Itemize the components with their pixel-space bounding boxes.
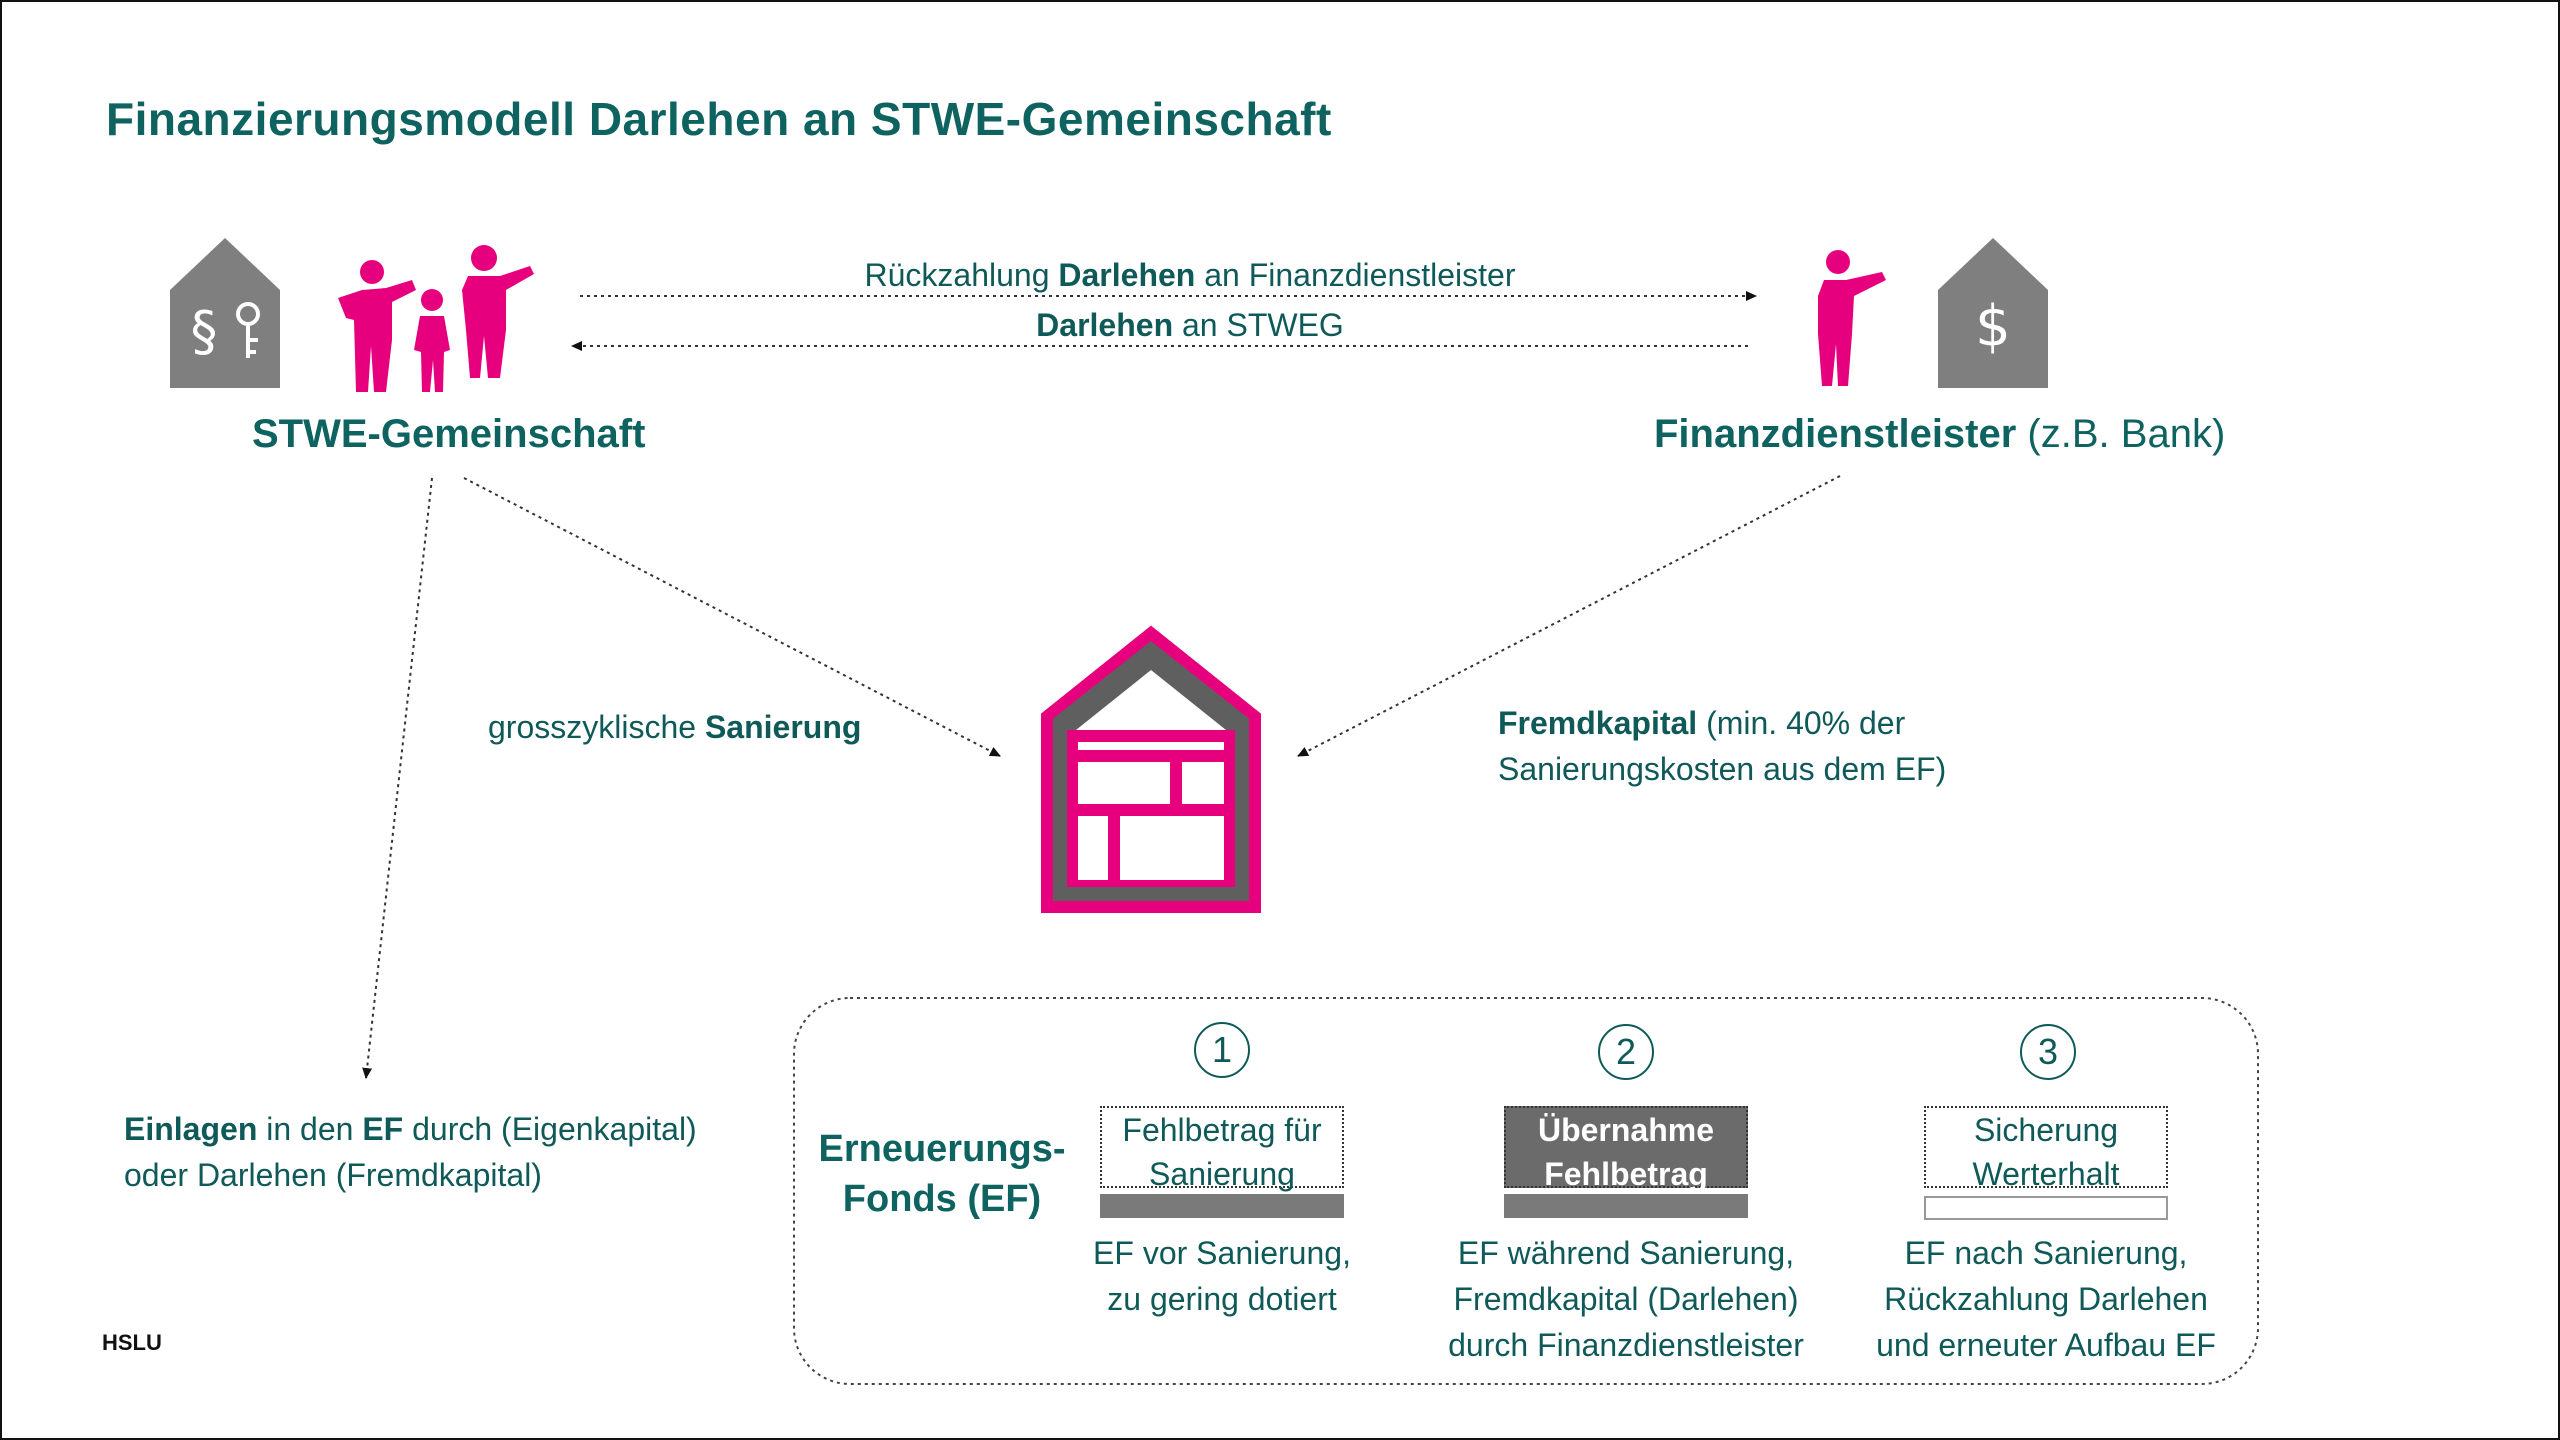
party-right-name: Finanzdienstleister (z.B. Bank) (1654, 412, 2225, 457)
label-contributions: Einlagen in den EF durch (Eigenkapital) … (124, 1111, 697, 1193)
house-with-dollar-icon: $ (1938, 238, 2048, 388)
stage-1-box: Fehlbetrag für Sanierung (1100, 1106, 1344, 1192)
house-with-paragraph-and-key-icon: § (170, 238, 280, 388)
party-left-name: STWE-Gemeinschaft (252, 412, 646, 456)
stage-1-description: EF vor Sanierung, zu gering dotiert (1093, 1235, 1351, 1317)
stage-number-3: 3 (2020, 1024, 2076, 1080)
building-renovation-icon (1041, 625, 1261, 913)
stage-2-box: Übernahme Fehlbetrag (1504, 1106, 1748, 1192)
stage-3-description: EF nach Sanierung, Rückzahlung Darlehen … (1876, 1235, 2216, 1363)
fund-container (793, 997, 2259, 1385)
family-people-icon (338, 245, 534, 392)
label-loan: Darlehen an STWEG (1036, 307, 1344, 343)
label-debt-capital: Fremdkapital (min. 40% der Sanierungskos… (1498, 705, 1947, 787)
person-pointing-icon (1818, 250, 1886, 386)
stage-3-fund-bar (1924, 1196, 2168, 1220)
label-repayment: Rückzahlung Darlehen an Finanzdienstleis… (864, 257, 1516, 293)
stage-2-description: EF während Sanierung, Fremdkapital (Darl… (1448, 1235, 1804, 1363)
paragraph-symbol: § (191, 300, 218, 363)
stage-3-box: Sicherung Werterhalt (1924, 1106, 2168, 1192)
stage-1-fund-bar (1100, 1194, 1344, 1218)
hslu-logo: HSLU (102, 1330, 162, 1355)
stage-2-fund-bar (1504, 1194, 1748, 1218)
dollar-symbol: $ (1975, 294, 2011, 359)
party-right-suffix: (z.B. Bank) (2016, 412, 2226, 456)
fund-title: Erneuerungs- Fonds (EF) (818, 1128, 1066, 1220)
arrow-renovation (463, 477, 1001, 757)
stage-number-2: 2 (1598, 1024, 1654, 1080)
label-renovation: grosszyklische Sanierung (488, 709, 862, 745)
arrow-contributions (362, 477, 433, 1079)
party-right-title: Finanzdienstleister (1654, 412, 2017, 456)
stage-number-1: 1 (1194, 1022, 1250, 1078)
page-title: Finanzierungsmodell Darlehen an STWE-Gem… (106, 93, 1332, 145)
